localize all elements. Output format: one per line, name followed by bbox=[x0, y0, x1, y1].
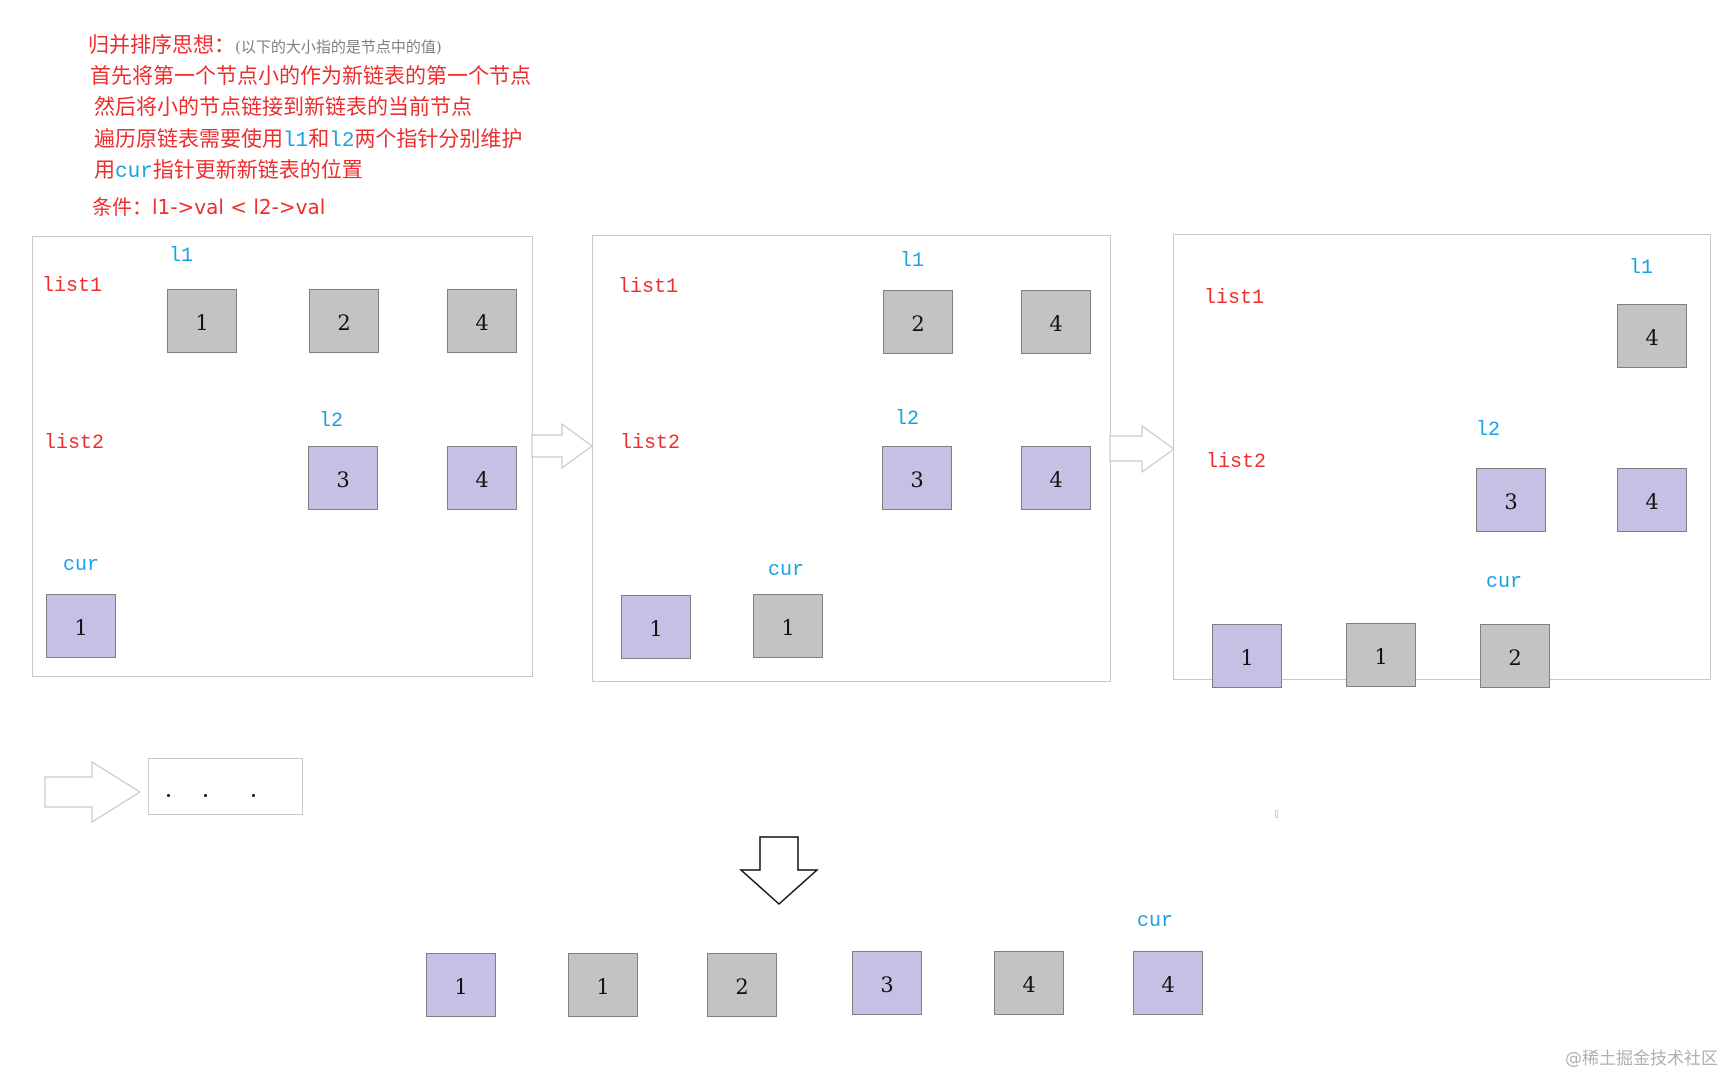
intro-line-3-a: 遍历原链表需要使用 bbox=[94, 127, 283, 151]
result-node: 2 bbox=[707, 953, 777, 1017]
intro-note: (以下的大小指的是节点中的值) bbox=[235, 38, 442, 56]
l2-keyword: l2 bbox=[329, 130, 355, 153]
merged-node: 1 bbox=[753, 594, 823, 658]
result-node: 4 bbox=[1133, 951, 1203, 1015]
l2-pointer-label: l2 bbox=[319, 410, 344, 433]
ellipsis-dot bbox=[204, 794, 207, 797]
list2-node: 4 bbox=[1021, 446, 1091, 510]
intro-title: 归并排序思想： bbox=[88, 33, 235, 57]
intro-line-2: 然后将小的节点链接到新链表的当前节点 bbox=[94, 95, 472, 119]
step-panel-1: list1 l1 1 2 4 list2 l2 3 4 cur 1 bbox=[32, 236, 533, 677]
ellipsis-dot bbox=[252, 794, 255, 797]
step-panel-2: list1 l1 2 4 list2 l2 3 4 cur 1 1 bbox=[592, 235, 1111, 682]
l1-keyword: l1 bbox=[283, 130, 309, 153]
merged-node: 2 bbox=[1480, 624, 1550, 688]
right-arrow-icon bbox=[44, 760, 142, 824]
list2-label: list2 bbox=[44, 432, 105, 455]
down-arrow-icon bbox=[739, 836, 819, 906]
intro-line-4: 用cur指针更新新链表的位置 bbox=[94, 155, 363, 188]
result-node: 4 bbox=[994, 951, 1064, 1015]
cur-pointer-label: cur bbox=[1486, 571, 1523, 594]
merged-node: 1 bbox=[46, 594, 116, 658]
result-cur-pointer-label: cur bbox=[1137, 910, 1174, 933]
right-arrow-icon bbox=[1109, 424, 1176, 474]
list2-label: list2 bbox=[620, 432, 681, 455]
cur-pointer-label: cur bbox=[768, 559, 805, 582]
result-node: 3 bbox=[852, 951, 922, 1015]
condition-text: 条件：l1->val < l2->val bbox=[92, 195, 326, 219]
merged-node: 1 bbox=[621, 595, 691, 659]
intro-line-3: 遍历原链表需要使用l1和l2两个指针分别维护 bbox=[94, 124, 522, 157]
list1-node: 4 bbox=[1617, 304, 1687, 368]
list1-label: list1 bbox=[1204, 287, 1265, 310]
list1-node: 4 bbox=[1021, 290, 1091, 354]
list1-node: 1 bbox=[167, 289, 237, 353]
result-node: 1 bbox=[426, 953, 496, 1017]
intro-line-1: 首先将第一个节点小的作为新链表的第一个节点 bbox=[90, 64, 531, 88]
l1-pointer-label: l1 bbox=[1629, 257, 1654, 280]
intro-line-3-c: 两个指针分别维护 bbox=[354, 127, 523, 151]
l2-pointer-label: l2 bbox=[895, 408, 920, 431]
l2-pointer-label: l2 bbox=[1476, 419, 1501, 442]
list1-label: list1 bbox=[618, 276, 679, 299]
result-node: 1 bbox=[568, 953, 638, 1017]
intro-line-4-a: 用 bbox=[94, 158, 115, 182]
list2-node: 3 bbox=[308, 446, 378, 510]
cur-pointer-label: cur bbox=[63, 554, 100, 577]
list2-node: 4 bbox=[1617, 468, 1687, 532]
merged-node: 1 bbox=[1346, 623, 1416, 687]
intro-line-4-b: 指针更新新链表的位置 bbox=[152, 158, 363, 182]
list1-label: list1 bbox=[42, 275, 103, 298]
l1-pointer-label: l1 bbox=[169, 245, 194, 268]
list1-node: 2 bbox=[309, 289, 379, 353]
ellipsis-box: . . . bbox=[148, 758, 303, 815]
intro-title-line: 归并排序思想：(以下的大小指的是节点中的值) bbox=[88, 30, 442, 63]
cur-keyword: cur bbox=[115, 161, 153, 184]
stray-mark bbox=[1275, 810, 1278, 818]
list2-node: 3 bbox=[882, 446, 952, 510]
list2-node: 3 bbox=[1476, 468, 1546, 532]
list1-node: 2 bbox=[883, 290, 953, 354]
l1-pointer-label: l1 bbox=[900, 250, 925, 273]
merged-node: 1 bbox=[1212, 624, 1282, 688]
list1-node: 4 bbox=[447, 289, 517, 353]
right-arrow-icon bbox=[531, 422, 594, 470]
list2-label: list2 bbox=[1206, 451, 1267, 474]
ellipsis-text: . . . bbox=[149, 759, 150, 760]
step-panel-3: list1 l1 4 list2 l2 3 4 cur 1 1 2 bbox=[1173, 234, 1711, 688]
intro-line-3-b: 和 bbox=[308, 127, 330, 151]
watermark: @稀土掘金技术社区 bbox=[1565, 1049, 1718, 1069]
ellipsis-dot bbox=[167, 794, 170, 797]
list2-node: 4 bbox=[447, 446, 517, 510]
